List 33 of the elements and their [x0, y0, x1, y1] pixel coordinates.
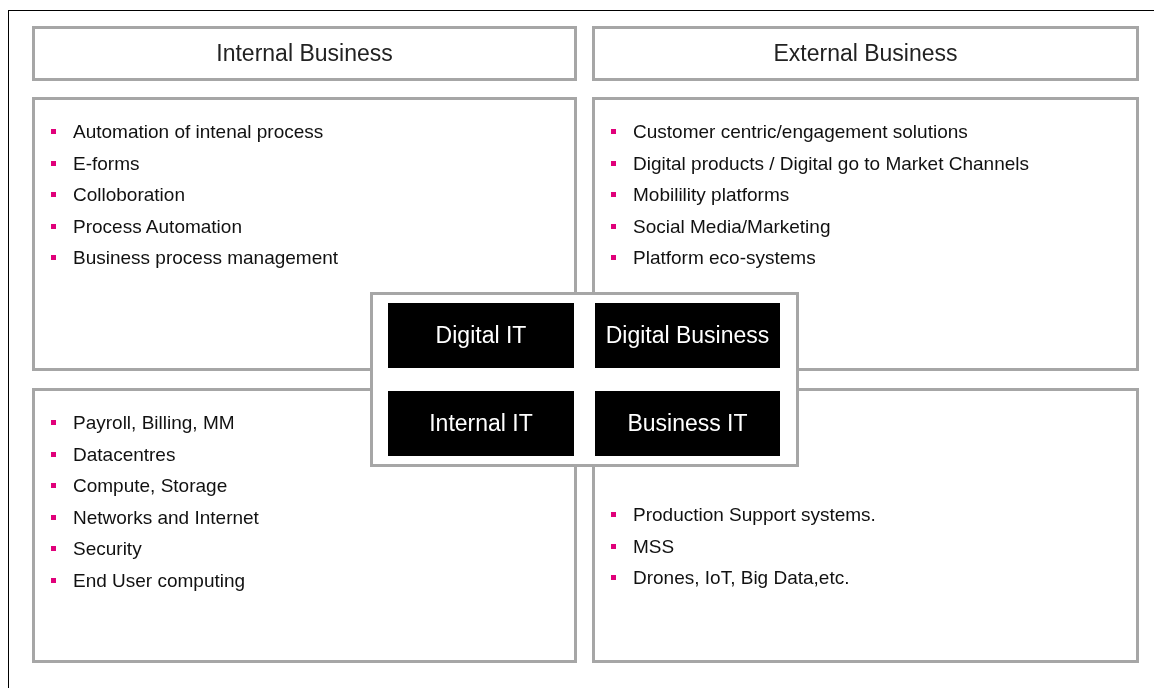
- bullet-item: Colloboration: [49, 179, 574, 211]
- bullet-item: Process Automation: [49, 210, 574, 242]
- label-box: [595, 391, 780, 456]
- quadrant-panel: [592, 388, 1139, 663]
- quadrant-panel: [32, 97, 577, 371]
- bullet-item: MSS: [609, 530, 1136, 562]
- quadrant-panel: [592, 97, 1139, 371]
- bullet-item: Automation of intenal process: [49, 116, 574, 148]
- bullet-item: Security: [49, 533, 574, 565]
- header-panel: [592, 26, 1139, 81]
- bullet-item: Business process management: [49, 242, 574, 274]
- bullet-item: Digital products / Digital go to Market Channels: [609, 147, 1136, 179]
- bullet-item: Networks and Internet: [49, 501, 574, 533]
- bullet-item: E-forms: [49, 147, 574, 179]
- heading: External Business: [773, 40, 958, 67]
- label-box: [388, 391, 574, 456]
- box-label: Business IT: [627, 410, 748, 437]
- bullet-item: Platform eco-systems: [609, 242, 1136, 274]
- bullet-item: Mobilility platforms: [609, 179, 1136, 211]
- box-label: Digital IT: [435, 322, 527, 349]
- box-label: Internal IT: [429, 410, 533, 437]
- label-box: [388, 303, 574, 368]
- box-label: Digital Business: [605, 322, 770, 349]
- bullet-item: End User computing: [49, 564, 574, 596]
- quadrant-panel: [32, 388, 577, 663]
- bullet-item: Social Media/Marketing: [609, 210, 1136, 242]
- header-panel: [32, 26, 577, 81]
- bullet-item: Customer centric/engagement solutions: [609, 116, 1136, 148]
- bullet-item: Drones, IoT, Big Data,etc.: [609, 562, 1136, 594]
- bullet-item: Compute, Storage: [49, 470, 574, 502]
- bullet-item: Production Support systems.: [609, 499, 1136, 531]
- label-box: [595, 303, 780, 368]
- heading: Internal Business: [216, 40, 393, 67]
